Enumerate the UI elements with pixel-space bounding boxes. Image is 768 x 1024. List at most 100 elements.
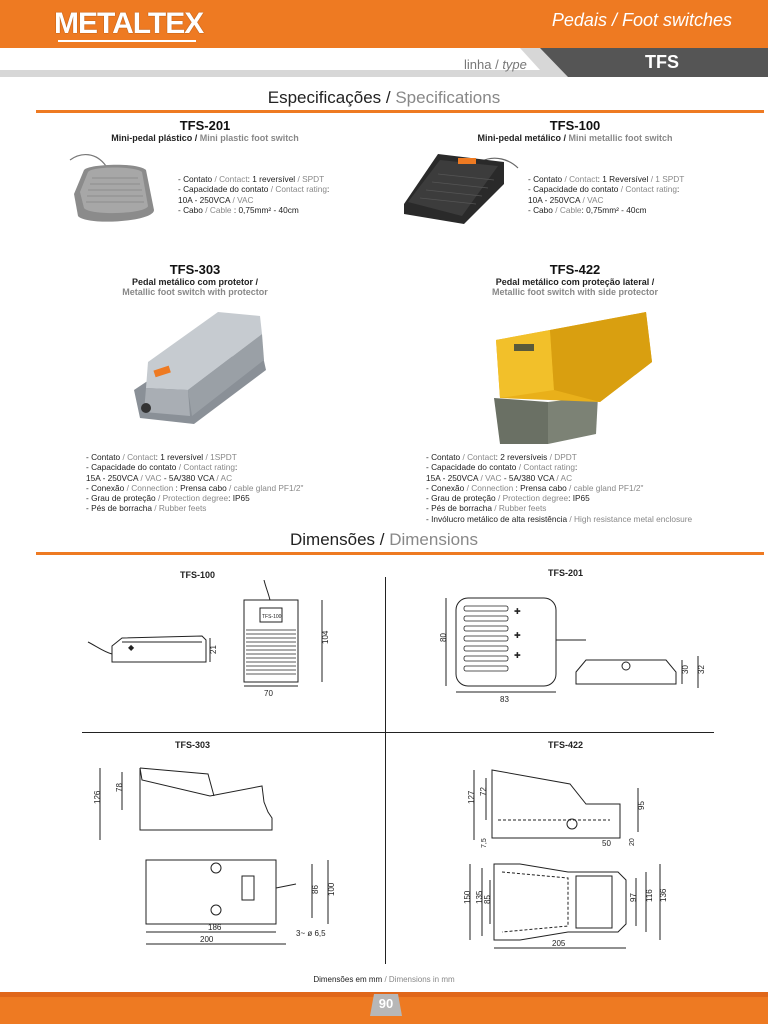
spec-val: :	[677, 184, 680, 195]
spec-line: - Contato / Contact: 1 Reversível / 1 SP…	[528, 174, 684, 184]
spec-line: - Pés de borracha / Rubber feets	[426, 503, 692, 513]
tfs-100-photo	[404, 154, 519, 224]
brand-logo: METALTEX	[54, 7, 204, 40]
product-subtitle: Mini-pedal plástico / Mini plastic foot …	[60, 133, 350, 143]
dimensions-divider-horizontal	[82, 732, 714, 733]
top-slots	[463, 605, 509, 672]
spec-sep: /	[620, 184, 626, 195]
spec-val: : Prensa cabo	[173, 482, 230, 493]
spec-en2: / cable gland PF1/2"	[229, 482, 304, 493]
spec-pt: - Conexão	[426, 482, 467, 493]
dim-label-tfs-100: TFS-100	[180, 570, 216, 580]
tfs-100-drawing: ◆ 21 TFS-100 104 70	[87, 580, 330, 698]
dim-text: 83	[500, 695, 509, 704]
dim-text: 86	[311, 885, 320, 894]
spec-line: 10A - 250VCA / VAC	[178, 195, 329, 205]
product-tfs-100: TFS-100 Mini-pedal metálico / Mini metal…	[430, 118, 720, 143]
top-plate	[259, 607, 283, 623]
dim-text: 126	[93, 790, 102, 804]
top-body	[493, 863, 627, 941]
dim-text: 30	[681, 665, 690, 674]
spec-val: : 1 Reversível	[597, 174, 651, 184]
spec-en: Contact	[127, 452, 156, 462]
type-label-sep: /	[491, 57, 503, 72]
spec-line: - Conexão / Connection : Prensa cabo / c…	[86, 483, 303, 493]
type-label: linha / type	[464, 57, 527, 72]
spec-en2: / AC	[216, 472, 233, 483]
side-body	[111, 635, 207, 663]
specifications-heading: Especificações / Specifications	[0, 88, 768, 108]
product-code: TFS-303	[169, 262, 221, 277]
type-code: TFS	[645, 52, 679, 72]
spec-sep: /	[270, 184, 276, 195]
dim-text: 95	[637, 801, 646, 810]
spec-en2: / 1SPDT	[205, 452, 237, 462]
spec-en2: / cable gland PF1/2"	[569, 482, 644, 493]
spec-en2: / AC	[556, 472, 573, 483]
dimensions-heading: Dimensões / Dimensions	[0, 530, 768, 550]
tfs-201-photo	[69, 154, 154, 222]
side-mark: ◆	[128, 643, 135, 652]
spec-sep: /	[462, 452, 468, 462]
spec-line: - Pés de borracha / Rubber feets	[86, 503, 303, 513]
spec-en: Contact	[467, 452, 496, 462]
dim-text: 116	[645, 889, 654, 902]
spec-val: : 0,75mm² - 40cm	[231, 204, 299, 215]
product-subtitle-pt: Mini-pedal plástico /	[111, 133, 198, 143]
tfs-100-specs: - Contato / Contact: 1 Reversível / 1 SP…	[528, 174, 684, 215]
tfs-422-drawing: 127 72 7,5 95 50 20 150 135 85 97 116 13…	[463, 769, 668, 949]
spec-pt: 15A - 250VCA	[86, 472, 141, 483]
product-subtitle-en: Mini metallic foot switch	[566, 133, 673, 143]
tfs-303-photo	[134, 312, 266, 424]
spec-val: : Prensa cabo	[513, 482, 570, 493]
spec-pt: 10A - 250VCA	[178, 194, 233, 205]
spec-en: Contact	[219, 174, 248, 184]
spec-pt: - Pés de borracha	[86, 503, 155, 514]
dimensions-heading-pt: Dimensões	[289, 530, 376, 549]
spec-sep: /	[518, 462, 524, 473]
top-screw	[210, 862, 222, 874]
spec-pt: - Grau de proteção	[86, 493, 158, 504]
tfs-422-photo	[494, 312, 652, 444]
dim-text: 80	[439, 633, 448, 642]
spec-line: 10A - 250VCA / VAC	[528, 195, 684, 205]
dim-text: 85	[483, 895, 492, 904]
specifications-heading-pt: Especificações	[267, 88, 382, 107]
side-cover	[139, 767, 215, 797]
dim-text: 104	[321, 630, 330, 644]
spec-pt: - Capacidade do contato	[178, 184, 271, 195]
spec-pt: - Contato	[528, 174, 565, 184]
product-tfs-303: TFS-303 Pedal metálico com protetor /Met…	[50, 262, 340, 297]
dim-text: 135	[475, 890, 484, 904]
dim-text: 136	[659, 888, 668, 902]
spec-val: :	[235, 462, 238, 473]
spec-en: VAC	[485, 472, 502, 483]
top-screw	[210, 904, 222, 916]
spec-sep: /	[154, 503, 159, 514]
spec-val: :	[327, 184, 330, 195]
product-subtitle-pt: Mini-pedal metálico /	[477, 133, 566, 143]
type-label-pt: linha	[464, 57, 492, 72]
spec-en: High resistance metal enclosure	[574, 513, 693, 524]
side-body	[491, 769, 621, 839]
type-label-en: type	[502, 57, 527, 72]
product-subtitle-pt: Pedal metálico com proteção lateral /	[495, 277, 655, 287]
top-block	[241, 875, 255, 901]
spec-sep: /	[140, 472, 146, 483]
spec-line: - Grau de proteção / Protection degree: …	[426, 493, 692, 503]
tfs-201-drawing: ✚ ✚ ✚ 80 83 30 32	[439, 597, 706, 704]
specifications-rule	[36, 110, 764, 113]
spec-sep: /	[122, 452, 128, 462]
top-ribs	[246, 629, 296, 675]
spec-pt: 15A - 250VCA	[426, 472, 481, 483]
spec-line: - Capacidade do contato / Contact rating…	[178, 184, 329, 194]
side-circle	[566, 818, 578, 830]
tfs-303-specs: - Contato / Contact: 1 reversível / 1SPD…	[86, 452, 303, 514]
spec-val: :	[575, 462, 578, 473]
spec-line: - Conexão / Connection : Prensa cabo / c…	[426, 483, 692, 493]
spec-pt: 10A - 250VCA	[528, 194, 583, 205]
spec-val: : IP65	[568, 493, 590, 504]
top-body	[455, 597, 557, 687]
spec-sep: /	[232, 194, 238, 205]
product-tfs-201: TFS-201 Mini-pedal plástico / Mini plast…	[60, 118, 350, 143]
